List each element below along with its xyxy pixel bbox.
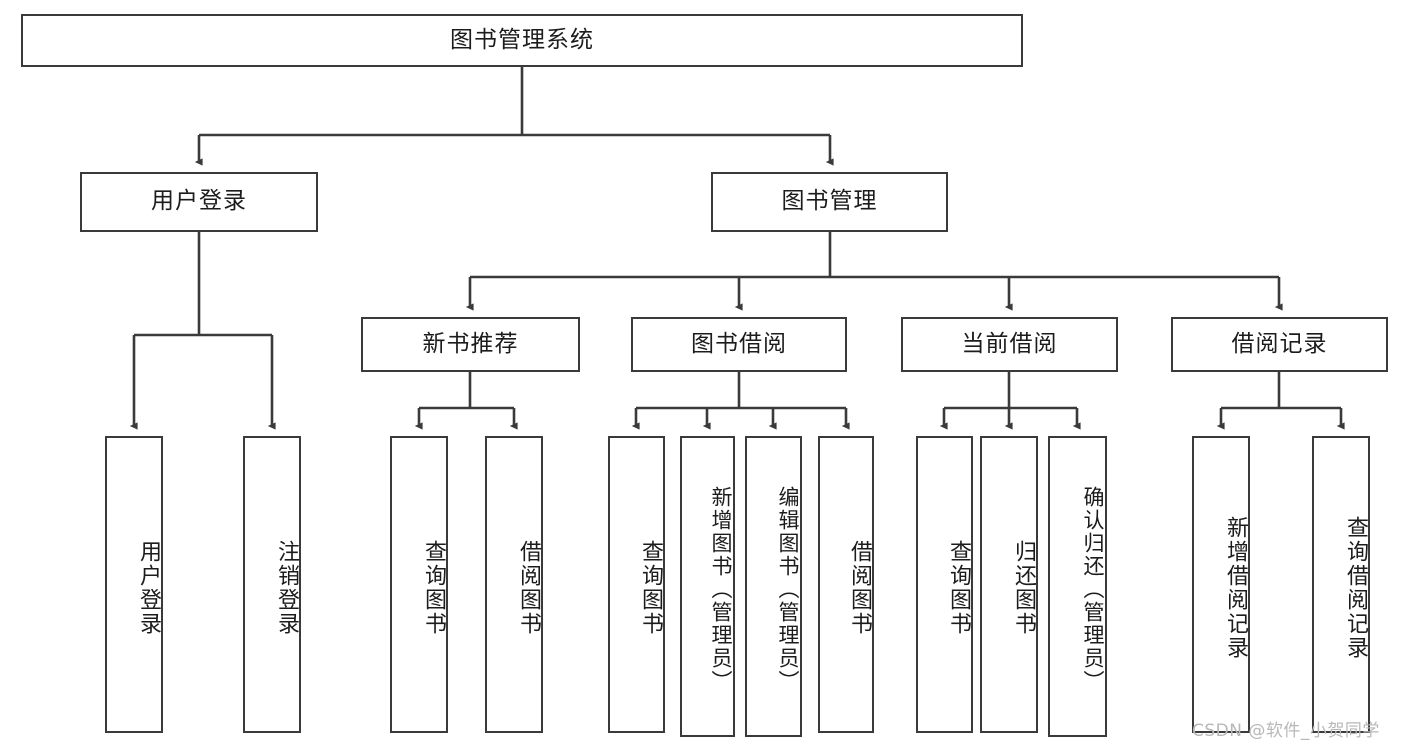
node-book-management-label: 图书管理 <box>781 188 878 215</box>
node-book-borrow-label: 图书借阅 <box>691 330 787 357</box>
leaf-logout-label: 注销登录 <box>274 539 299 636</box>
leaf-edit-book-admin[interactable]: 编辑图书（管理员） <box>745 436 802 737</box>
leaf-borrow-books-label: 借阅图书 <box>847 539 872 636</box>
leaf-query-books-borrow[interactable]: 查询图书 <box>608 436 665 733</box>
node-user-login[interactable]: 用户登录 <box>80 172 318 232</box>
node-user-login-label: 用户登录 <box>151 188 247 215</box>
leaf-query-books-recommend[interactable]: 查询图书 <box>390 436 448 733</box>
watermark: CSDN @软件_小贺同学 <box>1192 721 1380 741</box>
node-borrow-record-label: 借阅记录 <box>1231 330 1328 357</box>
leaf-add-borrow-record-label: 新增借阅记录 <box>1223 515 1248 660</box>
leaf-add-book-admin-label: 新增图书（管理员） <box>709 486 733 693</box>
leaf-query-books-current-label: 查询图书 <box>946 539 971 636</box>
node-borrow-record[interactable]: 借阅记录 <box>1171 317 1388 372</box>
leaf-query-books-borrow-label: 查询图书 <box>638 539 663 636</box>
leaf-return-books-label: 归还图书 <box>1011 539 1036 636</box>
leaf-add-book-admin[interactable]: 新增图书（管理员） <box>680 436 735 737</box>
leaf-query-borrow-record[interactable]: 查询借阅记录 <box>1312 436 1370 733</box>
node-new-book-recommend-label: 新书推荐 <box>422 330 519 357</box>
leaf-edit-book-admin-label: 编辑图书（管理员） <box>776 486 800 693</box>
node-current-borrow[interactable]: 当前借阅 <box>901 317 1118 372</box>
leaf-confirm-return-admin-label: 确认归还（管理员） <box>1081 486 1105 693</box>
leaf-return-books[interactable]: 归还图书 <box>980 436 1038 733</box>
node-book-borrow[interactable]: 图书借阅 <box>631 317 847 372</box>
node-root-label: 图书管理系统 <box>450 26 594 53</box>
leaf-query-books-recommend-label: 查询图书 <box>421 539 446 636</box>
leaf-borrow-books-recommend-label: 借阅图书 <box>516 539 541 636</box>
node-root[interactable]: 图书管理系统 <box>21 14 1023 67</box>
leaf-user-login-label: 用户登录 <box>136 539 161 636</box>
leaf-confirm-return-admin[interactable]: 确认归还（管理员） <box>1048 436 1107 737</box>
node-new-book-recommend[interactable]: 新书推荐 <box>361 317 580 372</box>
node-current-borrow-label: 当前借阅 <box>961 330 1058 357</box>
leaf-query-books-current[interactable]: 查询图书 <box>916 436 973 733</box>
leaf-user-login[interactable]: 用户登录 <box>105 436 163 733</box>
leaf-logout[interactable]: 注销登录 <box>243 436 301 733</box>
leaf-borrow-books-recommend[interactable]: 借阅图书 <box>485 436 543 733</box>
node-book-management[interactable]: 图书管理 <box>711 172 948 232</box>
leaf-add-borrow-record[interactable]: 新增借阅记录 <box>1192 436 1250 733</box>
leaf-borrow-books[interactable]: 借阅图书 <box>818 436 874 733</box>
leaf-query-borrow-record-label: 查询借阅记录 <box>1343 515 1368 660</box>
